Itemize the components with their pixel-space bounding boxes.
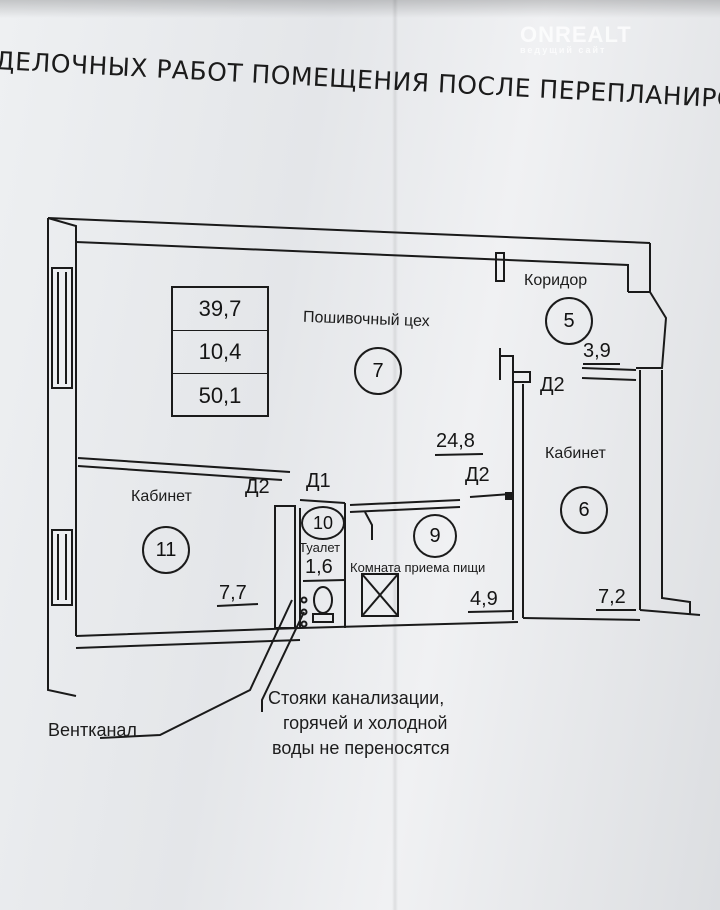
toilet-fixture bbox=[313, 586, 333, 614]
window-left-lower bbox=[51, 529, 73, 606]
door-label-corridor: Д2 bbox=[540, 374, 565, 396]
note-risers-line3: воды не переносятся bbox=[272, 738, 450, 758]
outer-wall-left-inner bbox=[47, 217, 77, 636]
area-auxiliary: 10,4 bbox=[173, 331, 267, 374]
room-number-toilet: 10 bbox=[301, 506, 345, 540]
room-area-food-room: 4,9 bbox=[470, 588, 498, 610]
door-label-office-left: Д2 bbox=[245, 476, 270, 498]
room-number-office-left: 11 bbox=[142, 526, 190, 574]
note-ventilation: Вентканал bbox=[48, 720, 137, 740]
outer-wall-top-inner bbox=[75, 241, 629, 292]
room-number-office-right: 6 bbox=[560, 486, 608, 534]
room-number-workshop: 7 bbox=[354, 347, 402, 395]
paper-shadow bbox=[0, 0, 720, 18]
leader-vent bbox=[99, 599, 293, 739]
wall-partition-right bbox=[500, 355, 514, 500]
leader-risers bbox=[261, 611, 305, 712]
area-total: 50,1 bbox=[198, 382, 242, 408]
room-area-workshop: 24,8 bbox=[436, 430, 475, 452]
room-label-office-left: Кабинет bbox=[131, 488, 192, 505]
corridor-door-swing bbox=[636, 291, 668, 369]
room-area-toilet: 1,6 bbox=[305, 556, 333, 578]
watermark-sub: ведущий сайт bbox=[520, 45, 607, 55]
area-summary-table: 39,7 10,4 50,1 bbox=[171, 286, 269, 417]
vent-channel bbox=[274, 505, 296, 629]
wall-bottom-inner bbox=[75, 621, 519, 637]
door-label-toilet: Д1 bbox=[306, 470, 331, 492]
watermark: ONREALT ведущий сайт bbox=[520, 22, 632, 55]
room-area-corridor: 3,9 bbox=[583, 340, 611, 362]
room-label-corridor: Коридор bbox=[524, 272, 588, 289]
wall-office-left-top bbox=[77, 457, 291, 473]
outer-wall-top-outer bbox=[47, 217, 651, 244]
room-number-corridor: 5 bbox=[545, 297, 593, 345]
room-area-office-left: 7,7 bbox=[219, 582, 247, 604]
outer-wall-left-outer bbox=[47, 218, 77, 697]
sink-fixture bbox=[361, 573, 399, 617]
paper-fold bbox=[392, 0, 398, 910]
door-d2-corridor bbox=[513, 371, 531, 383]
room-label-food-room: Комната приема пищи bbox=[350, 560, 486, 575]
room-area-office-right: 7,2 bbox=[598, 586, 626, 608]
window-left-upper bbox=[51, 267, 73, 389]
room-label-office-right: Кабинет bbox=[545, 445, 606, 462]
area-main: 39,7 bbox=[173, 288, 267, 331]
room-label-toilet: Туалет bbox=[299, 540, 341, 555]
note-risers-line2: горячей и холодной bbox=[283, 713, 448, 733]
note-risers-line1: Стояки канализации, bbox=[268, 688, 445, 708]
wall-bottom-outer bbox=[75, 639, 301, 649]
watermark-main: ONREALT bbox=[520, 22, 632, 47]
door-label-workshop: Д2 bbox=[465, 464, 490, 486]
room-number-food-room: 9 bbox=[413, 514, 457, 558]
